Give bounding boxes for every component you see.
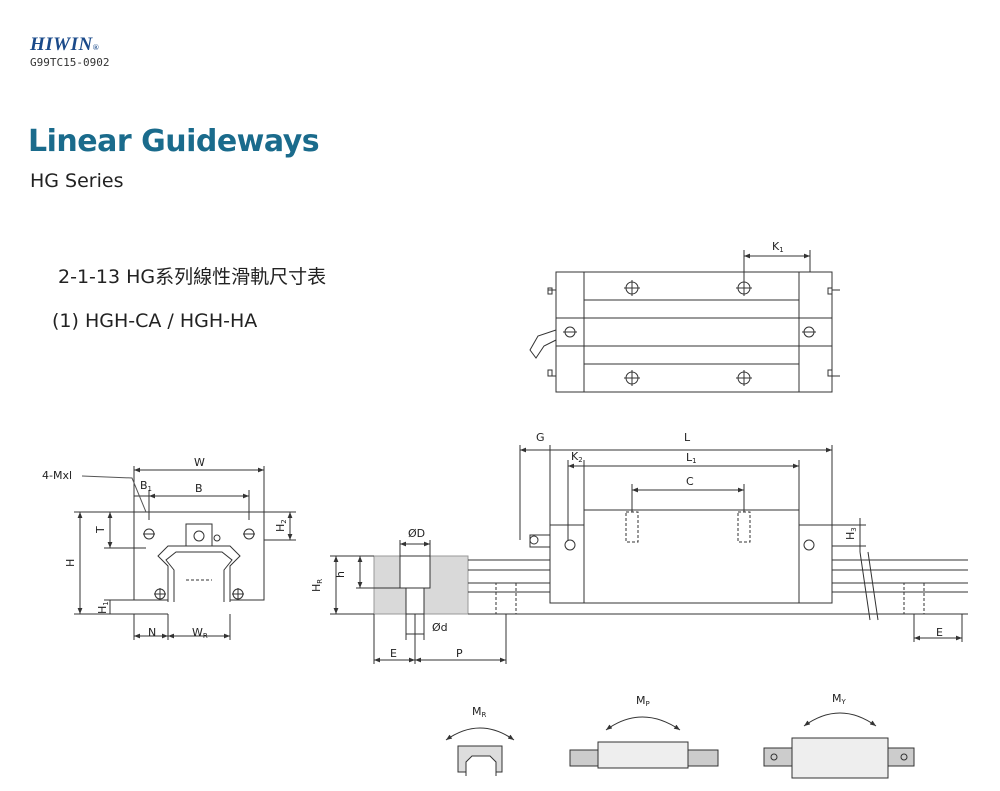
label-h2: H2 (274, 519, 288, 532)
side-view (330, 445, 968, 664)
page-title: Linear Guideways (28, 124, 320, 159)
label-b: B (195, 482, 203, 495)
label-e: E (390, 647, 397, 660)
label-e-right: E (936, 626, 943, 639)
label-l: L (684, 431, 691, 444)
label-n: N (148, 626, 156, 639)
label-g: G (536, 431, 545, 444)
label-od: ØD (408, 527, 425, 540)
section-heading: 2-1-13 HG系列線性滑軌尺寸表 (58, 266, 327, 288)
label-od-small: Ød (432, 621, 448, 634)
label-b1: B1 (140, 479, 152, 493)
page-subtitle: HG Series (30, 170, 124, 192)
label-4-mxl: 4-Mxl (42, 469, 72, 482)
model-heading: (1) HGH-CA / HGH-HA (52, 310, 258, 332)
label-h1: H1 (96, 601, 110, 614)
label-my: MY (832, 692, 847, 706)
moment-mr-icon (445, 727, 515, 776)
label-t: T (94, 526, 107, 534)
label-mp: MP (636, 694, 650, 708)
label-h: h (334, 571, 347, 578)
moment-my-icon (763, 712, 915, 779)
label-k1: K1 (772, 240, 784, 254)
hiwin-logo: HIWIN® (30, 34, 100, 55)
label-l1: L1 (686, 451, 697, 465)
document-code: G99TC15-0902 (30, 56, 110, 69)
front-view (74, 466, 296, 640)
label-wr: WR (192, 626, 208, 640)
label-mr: MR (472, 705, 487, 719)
moment-mp-icon (569, 716, 719, 769)
label-h-front: H (64, 559, 77, 567)
label-c: C (686, 475, 694, 488)
label-h3: H3 (844, 527, 858, 540)
label-k2: K2 (571, 450, 583, 464)
label-p: P (456, 647, 463, 660)
top-view (529, 250, 840, 393)
label-hr: HR (310, 579, 324, 592)
label-w: W (194, 456, 205, 469)
